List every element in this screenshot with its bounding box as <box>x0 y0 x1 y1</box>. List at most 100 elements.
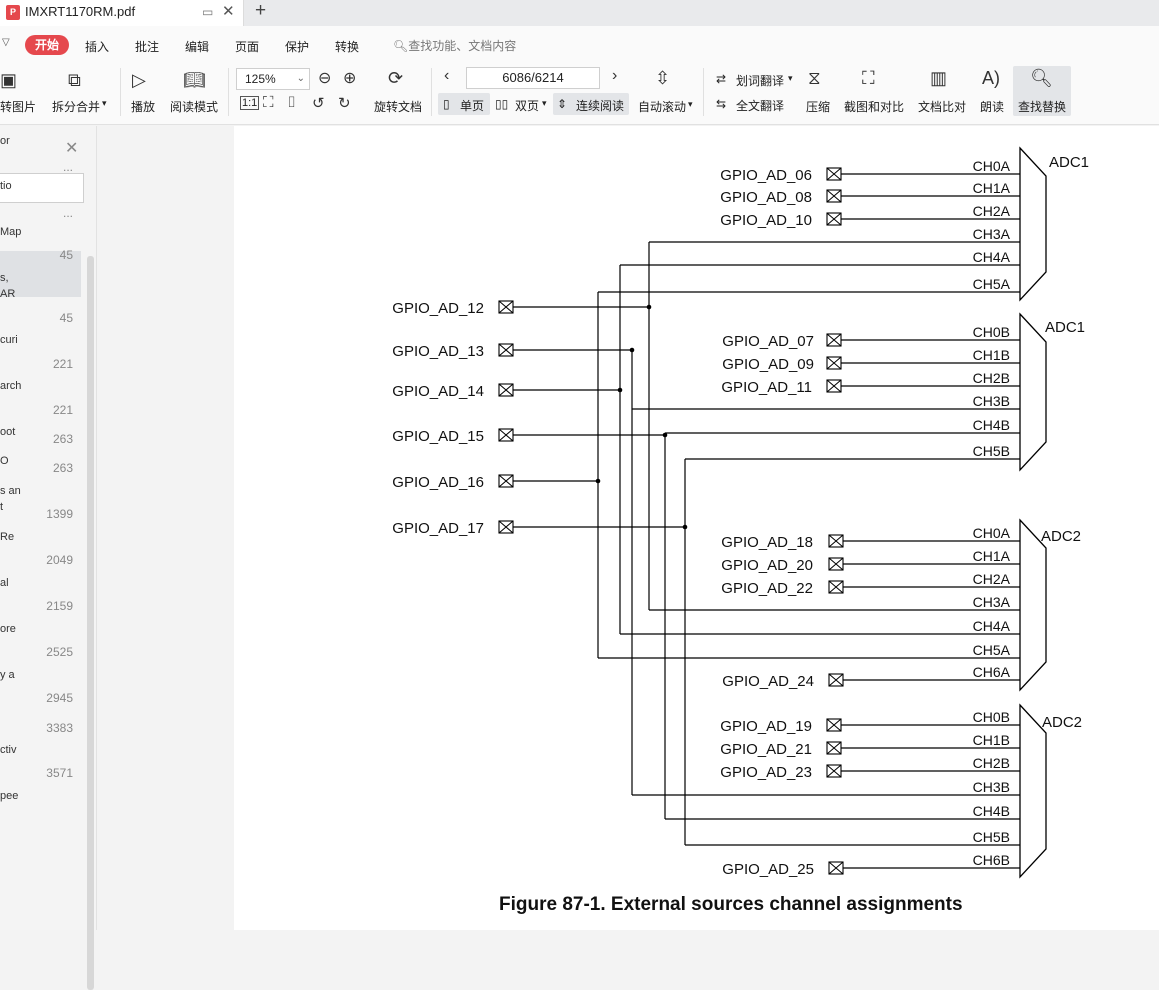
pin-label: GPIO_AD_12 <box>392 300 484 317</box>
outline-item-label[interactable]: pee <box>0 790 19 802</box>
close-icon[interactable]: ✕ <box>65 140 79 157</box>
continuous-read-button[interactable]: 连续阅读 <box>576 99 625 113</box>
pin-label: GPIO_AD_09 <box>722 356 814 373</box>
find-replace-button[interactable]: 查找替换 <box>1018 100 1067 114</box>
split-merge-caret-icon[interactable]: ▾ <box>102 98 107 108</box>
pad-cross <box>828 673 844 687</box>
pin-label: GPIO_AD_23 <box>720 764 812 781</box>
pin-label: GPIO_AD_21 <box>720 741 812 758</box>
word-translate-button[interactable]: 划词翻译 <box>736 74 785 88</box>
sidebar-scrollbar[interactable] <box>87 256 94 990</box>
menu-edit[interactable]: 编辑 <box>185 40 210 54</box>
auto-scroll-button[interactable]: 自动滚动 <box>638 100 687 114</box>
outline-item-label[interactable]: arch <box>0 380 22 392</box>
mux-shape <box>1019 312 1047 472</box>
outline-item-label[interactable]: t <box>0 501 4 513</box>
find-replace-highlight <box>1013 66 1071 116</box>
menu-insert[interactable]: 插入 <box>85 40 110 54</box>
read-aloud-button[interactable]: 朗读 <box>980 100 1005 114</box>
zoom-in-icon[interactable]: ⊕ <box>343 70 357 87</box>
menu-expand-icon[interactable]: ▽ <box>2 37 10 48</box>
outline-item-label[interactable]: s an <box>0 485 21 497</box>
outline-search-input[interactable] <box>0 173 84 203</box>
outline-item-label[interactable]: O <box>0 455 9 467</box>
document-tab[interactable]: P IMXRT1170RM.pdf ▭ ✕ <box>0 0 244 26</box>
zoom-out-icon[interactable]: ⊖ <box>318 70 332 87</box>
mux-shape <box>1019 703 1047 879</box>
pad-cross <box>826 333 842 347</box>
outline-item-label[interactable]: curi <box>0 334 18 346</box>
channel-label: CH5A <box>973 276 1011 292</box>
outline-item-label[interactable]: Map <box>0 226 22 238</box>
word-translate-caret-icon[interactable]: ▾ <box>788 73 793 83</box>
rotate-doc-button[interactable]: 旋转文档 <box>374 100 423 114</box>
pad-cross <box>826 379 842 393</box>
doc-compare-button[interactable]: 文档比对 <box>918 100 967 114</box>
compress-button[interactable]: 压缩 <box>806 100 831 114</box>
full-translate-button[interactable]: 全文翻译 <box>736 99 785 113</box>
menu-bar: ▽ 插入 批注 编辑 页面 保护 转换 🔍︎查找功能、文档内容 <box>0 26 1159 62</box>
single-page-button[interactable]: 单页 <box>460 99 485 113</box>
pin-label: GPIO_AD_08 <box>720 189 812 206</box>
outline-item-page: 2049 <box>46 553 73 567</box>
pin-label: GPIO_AD_15 <box>392 428 484 445</box>
channel-label: CH6A <box>973 664 1011 680</box>
menu-annotate[interactable]: 批注 <box>135 40 160 54</box>
outline-item-label[interactable]: y a <box>0 669 15 681</box>
screenshot-compare-button[interactable]: 截图和对比 <box>844 100 905 114</box>
pad-cross <box>498 520 514 534</box>
outline-item-label[interactable]: tio <box>0 180 12 192</box>
outline-item-label[interactable]: al <box>0 577 9 589</box>
doc-compare-icon: ▥ <box>930 68 948 88</box>
outline-item-page: 45 <box>59 311 73 325</box>
page-number-input[interactable]: 6086/6214 <box>466 67 600 89</box>
channel-label: CH3B <box>973 779 1010 795</box>
junction-dot <box>617 387 623 393</box>
prev-page-icon[interactable]: ‹ <box>444 67 450 84</box>
actual-size-icon[interactable]: 1:1 <box>240 96 260 110</box>
outline-item-page: 263 <box>52 461 73 475</box>
toolbar-divider <box>431 68 432 116</box>
to-image-button[interactable]: 转图片 <box>0 100 37 114</box>
float-window-icon[interactable]: ▭ <box>202 5 214 19</box>
double-page-caret-icon[interactable]: ▾ <box>542 98 547 108</box>
search-function-input[interactable]: 🔍︎查找功能、文档内容 <box>393 39 517 53</box>
channel-label: CH2B <box>973 370 1010 386</box>
next-page-icon[interactable]: › <box>612 67 618 84</box>
new-tab-button[interactable]: + <box>255 0 267 21</box>
outline-item-label[interactable]: AR <box>0 288 16 300</box>
fit-page-icon[interactable]: ⛶ <box>263 94 274 111</box>
fit-width-icon[interactable]: ⌷ <box>287 94 297 111</box>
pin-label: GPIO_AD_16 <box>392 474 484 491</box>
channel-label: CH5B <box>973 443 1010 459</box>
outline-item-label[interactable]: or <box>0 135 10 147</box>
double-page-button[interactable]: 双页 <box>515 99 540 113</box>
rotate-right-icon[interactable]: ↻ <box>338 95 351 112</box>
outline-item-label[interactable]: ctiv <box>0 744 17 756</box>
menu-start-tab[interactable]: 开始 <box>25 35 69 55</box>
play-button[interactable]: 播放 <box>131 100 156 114</box>
pad-cross <box>826 764 842 778</box>
outline-item-label[interactable]: s, <box>0 272 9 284</box>
rotate-left-icon[interactable]: ↺ <box>312 95 325 112</box>
pad-cross <box>828 580 844 594</box>
zoom-select[interactable]: 125%⌄ <box>236 68 310 90</box>
close-tab-icon[interactable]: ✕ <box>222 3 235 20</box>
mux-label: ADC1 <box>1049 154 1089 171</box>
menu-protect[interactable]: 保护 <box>285 40 310 54</box>
pin-label: GPIO_AD_17 <box>392 520 484 537</box>
word-translate-icon: ⇄ <box>716 72 727 86</box>
outline-item-label[interactable]: oot <box>0 426 16 438</box>
title-bar: P IMXRT1170RM.pdf ▭ ✕ + <box>0 0 1159 26</box>
outline-item-label[interactable]: ore <box>0 623 16 635</box>
outline-item-page: 2945 <box>46 691 73 705</box>
menu-page[interactable]: 页面 <box>235 40 260 54</box>
outline-item-page: 45 <box>59 248 73 262</box>
outline-item-label[interactable]: Re <box>0 531 15 543</box>
menu-convert[interactable]: 转换 <box>335 40 360 54</box>
split-merge-button[interactable]: 拆分合并 <box>52 100 101 114</box>
read-aloud-icon: A) <box>982 68 1000 88</box>
read-mode-button[interactable]: 阅读模式 <box>170 100 219 114</box>
auto-scroll-caret-icon[interactable]: ▾ <box>688 99 693 109</box>
